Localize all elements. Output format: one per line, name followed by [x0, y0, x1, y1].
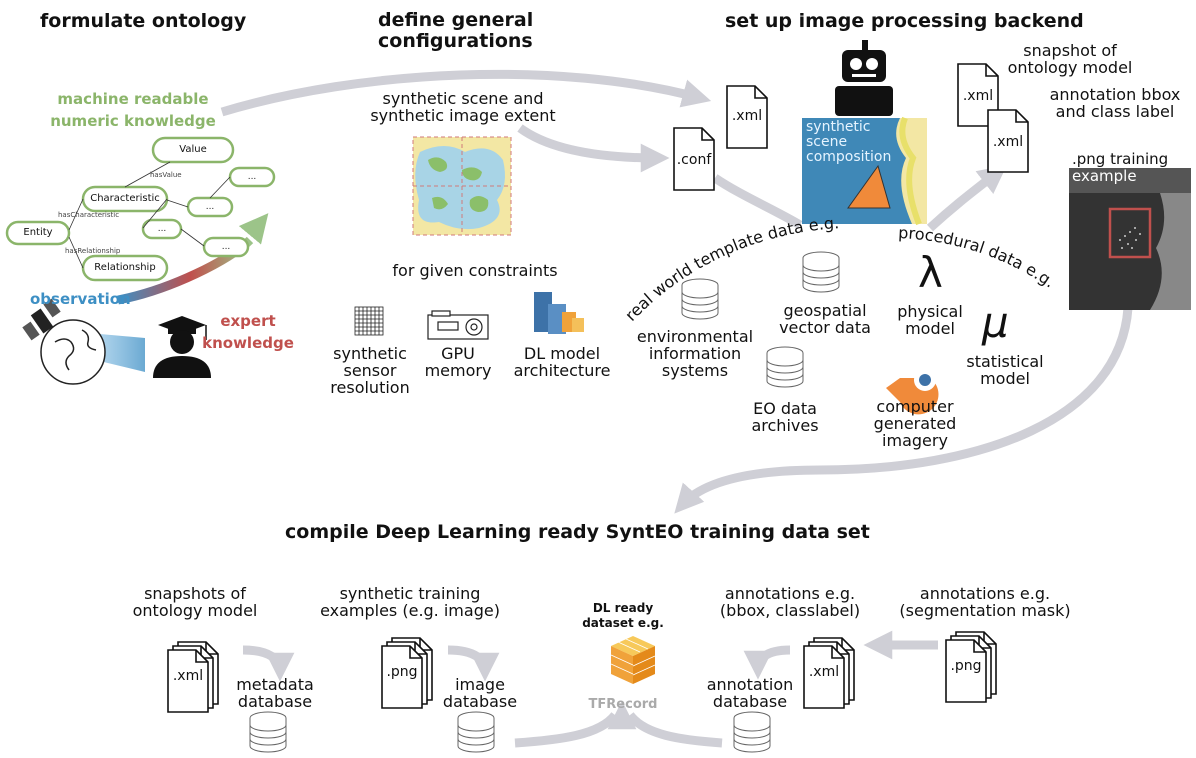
node-relationship: Relationship: [94, 262, 156, 273]
xml-file-label: .xml: [731, 108, 763, 124]
conf-file-label: .conf: [676, 152, 712, 168]
png-example-label: example: [1072, 167, 1137, 185]
xml-file-label: .xml: [808, 664, 840, 680]
gpu-icon: [427, 310, 489, 340]
node-ellipsis: ...: [221, 242, 231, 252]
png-file-label: .png: [950, 658, 982, 674]
mu-symbol: μ: [982, 298, 1009, 347]
xml-file-label: .xml: [962, 88, 994, 104]
globe-icon: [40, 319, 106, 385]
node-ellipsis: ...: [247, 172, 257, 182]
heading-formulate-ontology: formulate ontology: [40, 10, 247, 32]
node-value: Value: [179, 144, 207, 155]
node-ellipsis: ...: [205, 202, 215, 212]
blender-icon: [886, 369, 939, 415]
node-ellipsis: ...: [157, 224, 167, 234]
dl-architecture-icon: [534, 292, 584, 334]
svg-text:hasRelationship: hasRelationship: [65, 247, 121, 255]
heading-image-processing-backend: set up image processing backend: [725, 10, 1084, 32]
png-example: [1069, 168, 1191, 310]
scene-tile: [412, 136, 512, 236]
xml-file-label: .xml: [992, 134, 1024, 150]
node-characteristic: Characteristic: [90, 193, 160, 204]
expert-icon: [153, 316, 211, 378]
xml-file-label: .xml: [172, 668, 204, 684]
svg-text:hasValue: hasValue: [150, 171, 182, 179]
png-file-label: .png: [386, 664, 418, 680]
annotations-bbox-label: annotations e.g.(bbox, classlabel): [719, 584, 861, 620]
composition-tile: [802, 116, 927, 226]
tfrecord-label: TFRecord: [588, 697, 658, 712]
robot-icon: [835, 40, 893, 116]
ontology-graph: [5, 136, 276, 282]
node-entity: Entity: [23, 227, 53, 238]
satellite-icon: [22, 298, 61, 341]
lambda-symbol: λ: [918, 248, 943, 297]
heading-compile-dataset: compile Deep Learning ready SyntEO train…: [285, 521, 870, 543]
svg-text:hasCharacteristic: hasCharacteristic: [58, 211, 119, 219]
sensor-grid-icon: [354, 306, 384, 336]
constraints-label: for given constraints: [392, 261, 558, 280]
png-training-label: .png training: [1072, 150, 1169, 168]
annotations-segmentation-label: annotations e.g.(segmentation mask): [899, 584, 1071, 620]
observation-label: observation: [30, 290, 131, 308]
tfrecord-cube-icon: [610, 636, 656, 684]
